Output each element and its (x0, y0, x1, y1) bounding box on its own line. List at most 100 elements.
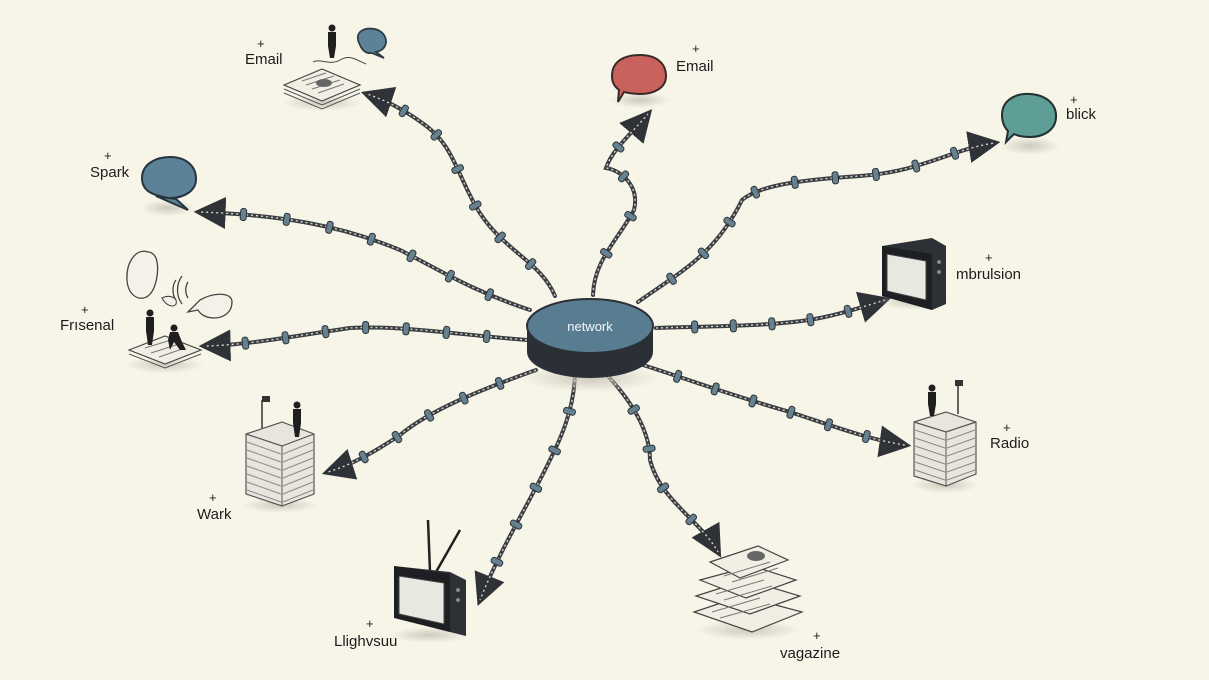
connector-bead (430, 129, 443, 141)
connector-bead (624, 211, 637, 222)
connector-bead (871, 167, 880, 181)
connector-bead (524, 258, 537, 271)
connector-mbrulsion (654, 291, 892, 334)
connector-bead (239, 207, 248, 222)
plus-icon: + (1070, 92, 1078, 107)
antenna-television-icon (390, 519, 470, 643)
connector-bead (823, 418, 834, 432)
plus-icon: + (81, 302, 89, 317)
connector-bead (562, 406, 576, 416)
connector-bead (831, 171, 840, 185)
connector-bead (362, 320, 370, 334)
connector-bead (241, 336, 250, 350)
connector-bead (656, 482, 670, 494)
connector-bead (748, 394, 758, 408)
newspaper-stack-with-speaker-icon (911, 380, 979, 493)
node-label-vagazine: vagazine (780, 645, 841, 662)
newspaper-with-person-and-speech-bubble-icon (282, 24, 387, 111)
connector-bead (366, 232, 376, 246)
connector-bead (642, 444, 656, 453)
connector-bead (806, 313, 815, 327)
connector-bead (685, 513, 698, 526)
node-label-email-top: Email (676, 58, 714, 75)
connector-blick (636, 131, 1001, 304)
connector-bead (666, 272, 677, 285)
node-label-spark: Spark (90, 164, 130, 181)
connector-bead (406, 249, 417, 263)
connector-bead (468, 200, 482, 211)
television-icon (879, 238, 951, 310)
connector-bead (790, 175, 799, 189)
connector-bead (494, 231, 506, 244)
connector-bead (398, 104, 409, 118)
connector-bead (281, 331, 290, 345)
connector-bead (444, 269, 455, 283)
connector-bead (723, 216, 736, 228)
connector-llighvsuu (474, 368, 577, 606)
connector-frisenal (198, 320, 529, 362)
connector-bead (710, 382, 720, 396)
connector-bead (617, 170, 630, 183)
connector-bead (861, 430, 871, 444)
connector-bead (509, 519, 523, 530)
plus-icon: + (257, 36, 265, 51)
plus-icon: + (813, 628, 821, 643)
connector-bead (391, 430, 403, 444)
plus-icon: + (104, 148, 112, 163)
node-label-wark: Wark (197, 506, 232, 523)
connector-bead (494, 376, 505, 390)
connector-bead (548, 445, 561, 456)
plus-icon: + (692, 41, 700, 56)
connector-bead (529, 482, 543, 493)
hub-label: network (567, 319, 613, 334)
connector-bead (325, 220, 334, 234)
connector-bead (451, 164, 465, 174)
hub[interactable]: network (520, 298, 660, 392)
connector-radio (638, 362, 912, 458)
node-label-email-top-left: Email (245, 51, 283, 68)
connector-bead (490, 556, 504, 567)
connector-bead (843, 304, 853, 318)
connector-bead (423, 409, 435, 422)
connector-bead (691, 320, 699, 334)
connector-email-top-left (360, 86, 557, 298)
node-label-llighvsuu: Llighvsuu (334, 633, 398, 650)
connector-bead (612, 141, 625, 153)
connector-bead (358, 450, 369, 464)
connector-bead (768, 317, 776, 331)
node-label-blick: blick (1066, 106, 1097, 123)
connector-bead (949, 146, 960, 160)
red-speech-bubble-icon (610, 53, 670, 108)
newspaper-stack-with-speaker-icon (242, 396, 318, 513)
connector-bead (484, 288, 495, 302)
connector-bead (911, 159, 921, 173)
teal-speech-bubble-icon (1000, 92, 1060, 155)
node-label-radio: Radio (990, 435, 1030, 452)
blue-speech-bubble-icon (140, 155, 198, 216)
connector-bead (282, 212, 291, 226)
plus-icon: + (366, 616, 374, 631)
magazine-pile-icon (692, 545, 804, 640)
connector-wark (321, 368, 538, 480)
connector-bead (321, 325, 330, 339)
people-conversation-icon (125, 250, 233, 373)
connector-bead (627, 404, 640, 415)
connector-bead (729, 319, 737, 333)
connector-bead (673, 369, 683, 383)
connector-email-top (591, 109, 653, 297)
connector-bead (458, 391, 469, 405)
connector-bead (750, 185, 761, 199)
node-label-mbrulsion: mbrulsion (956, 266, 1022, 283)
connector-bead (482, 329, 491, 343)
connector-bead (442, 325, 451, 339)
plus-icon: + (985, 250, 993, 265)
connector-bead (697, 247, 710, 260)
connectors (193, 86, 1001, 606)
connector-spark (193, 196, 532, 312)
plus-icon: + (209, 490, 217, 505)
plus-icon: + (1003, 420, 1011, 435)
connector-vagazine (606, 374, 722, 558)
connector-bead (402, 322, 410, 336)
